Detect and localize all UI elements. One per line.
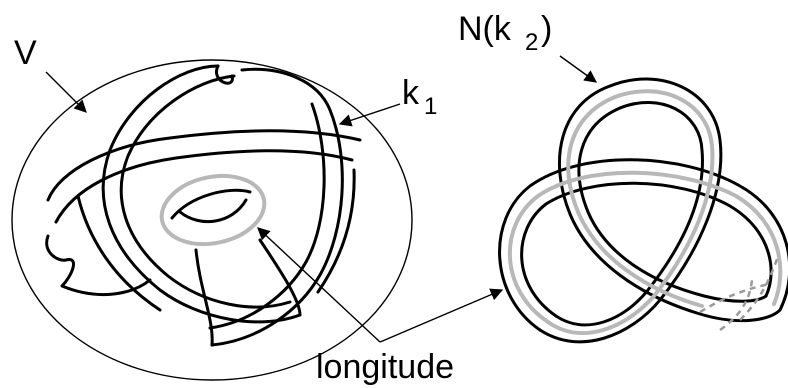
tube-outer-1	[538, 77, 723, 344]
k1-strand-1	[101, 64, 302, 324]
solid-torus-V	[11, 59, 413, 381]
k1-strand-5	[46, 129, 362, 202]
label-N-subscript: 2	[525, 29, 538, 56]
arrow-k1	[338, 103, 401, 127]
longitude-k2-2	[508, 170, 783, 324]
label-k1-subscript: 1	[424, 93, 437, 120]
torus-hole-longitude	[159, 173, 267, 247]
label-N-prefix: N(k	[458, 10, 512, 48]
k1-strand-9	[214, 64, 234, 85]
k1-strand-11	[258, 238, 302, 317]
torus-boundary	[11, 59, 413, 381]
arrow-N-k2	[559, 55, 598, 83]
k1-strand-8	[240, 67, 332, 112]
k1-strand-6	[54, 149, 354, 224]
label-N-suffix: )	[541, 10, 552, 48]
arrow-longitude-left	[257, 227, 381, 343]
k1-strand-12	[316, 168, 356, 294]
label-N-k2: N(k 2 )	[458, 10, 552, 56]
arrow-longitude-right	[379, 288, 504, 343]
trefoil-neighborhood	[498, 77, 788, 344]
hidden-line-1	[739, 255, 780, 321]
torus-hole-upper	[170, 188, 252, 220]
tube-inner-1	[554, 100, 704, 327]
knot-k1	[45, 64, 362, 347]
hidden-line-2	[719, 279, 754, 332]
k1-strand-2	[119, 74, 292, 309]
longitude-k2-3	[566, 95, 704, 308]
label-longitude: longitude	[316, 348, 454, 386]
label-V: V	[14, 34, 37, 72]
tube-inner-2	[520, 181, 773, 318]
longitude-k2-1	[546, 89, 715, 336]
k1-strand-10	[76, 194, 162, 312]
pointer-arrows	[45, 55, 598, 343]
k1-strand-7	[45, 234, 152, 297]
tube-outer-2	[498, 158, 788, 332]
arrow-V	[45, 71, 87, 113]
k1-strand-4	[208, 102, 326, 330]
torus-hole-lower	[178, 198, 248, 224]
tube-inner-3	[577, 106, 768, 303]
k1-strand-13	[194, 248, 214, 347]
label-k1: k	[402, 74, 420, 112]
hidden-line-3	[699, 282, 771, 314]
